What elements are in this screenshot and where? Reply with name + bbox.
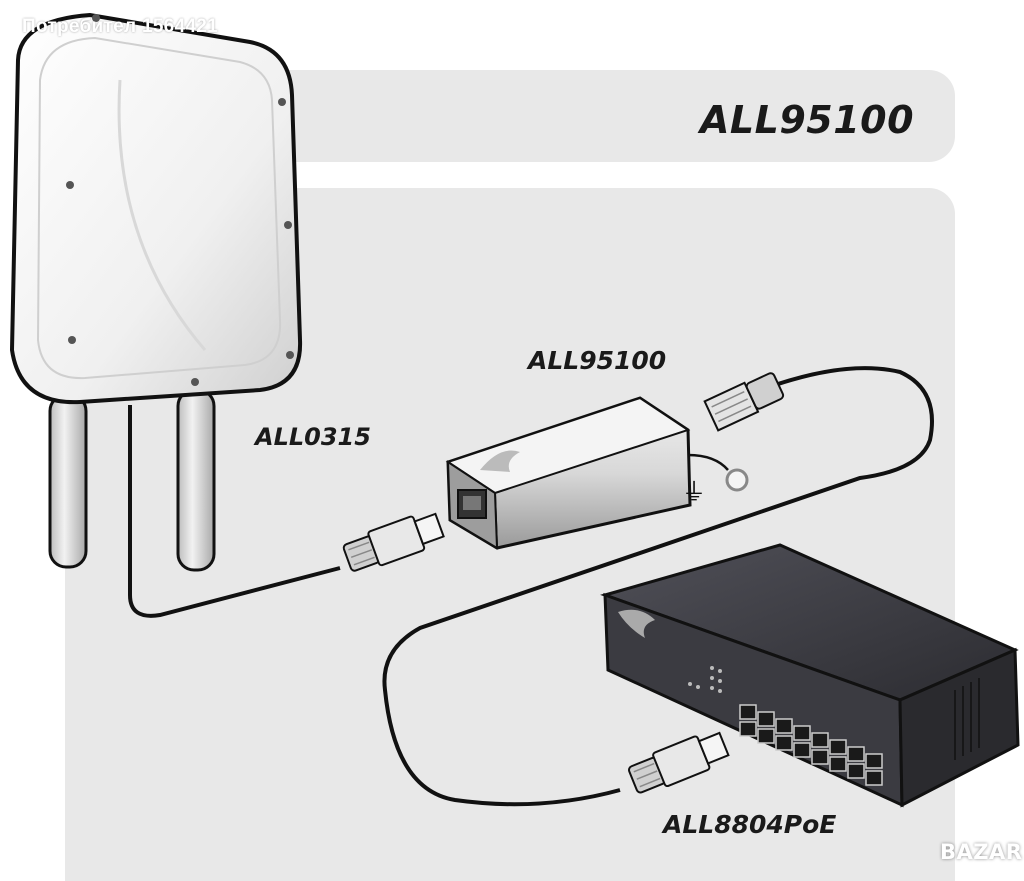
access-point-label: ALL0315 (255, 423, 371, 451)
ground-ring (725, 468, 749, 492)
ground-icon: ⏚ (682, 478, 706, 506)
ethernet-cable-injector-to-switch (382, 366, 934, 807)
watermark-text: Потребител 1564421 (22, 16, 219, 37)
switch-ports (739, 704, 883, 786)
switch-label: ALL8804PoE (663, 810, 837, 839)
title-label: ALL95100 (700, 98, 915, 142)
switch-logo-icon (618, 609, 655, 638)
outdoor-access-point (9, 12, 303, 572)
ethernet-cable-ap-to-injector (128, 405, 341, 618)
bird-logo-icon (480, 450, 520, 472)
injector-label: ALL95100 (528, 346, 667, 375)
title-banner (230, 70, 955, 162)
antenna-right (176, 388, 216, 572)
poe-injector (445, 396, 749, 550)
antenna-left (48, 393, 88, 569)
rj45-plug-injector-input (342, 512, 445, 572)
rj45-plug-injector-output (703, 372, 785, 432)
brand-logo: BAZAR (940, 840, 1023, 864)
rj45-plug-switch-input (628, 731, 730, 794)
poe-switch (600, 543, 1020, 808)
